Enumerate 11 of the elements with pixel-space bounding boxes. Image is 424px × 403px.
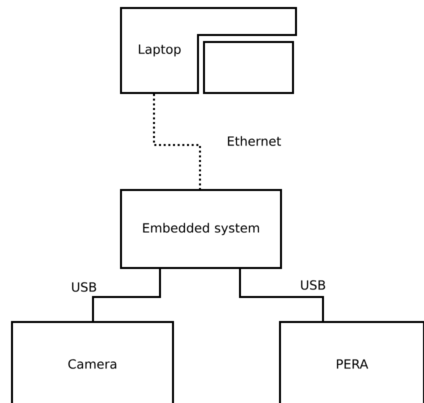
- device-box: Camera: [11, 321, 174, 403]
- device-box: PERA: [279, 321, 424, 403]
- connector-line: [239, 269, 324, 321]
- edge-label: Ethernet: [225, 134, 283, 148]
- process-box: Embedded system: [120, 189, 282, 269]
- edge-label: USB: [298, 278, 328, 292]
- edge-label: USB: [70, 280, 98, 294]
- simulator-box: [203, 41, 294, 94]
- connector-line: [92, 269, 161, 321]
- connector-line: [153, 94, 201, 189]
- laptop-box: Laptop: [120, 7, 297, 94]
